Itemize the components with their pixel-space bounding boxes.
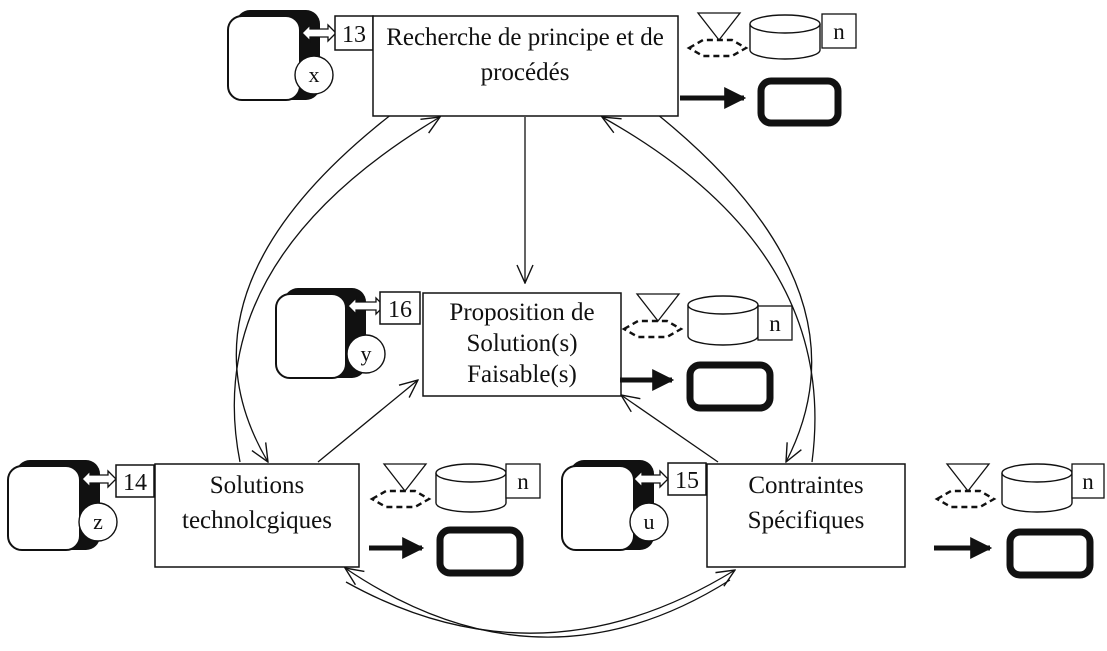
process-box <box>372 15 679 117</box>
process-proposition: y 16 Proposition de Solution(s) Faisable… <box>275 288 793 412</box>
arrow-solutions-to-recherche <box>233 117 440 463</box>
process-recherche: x 13 Recherche de principe et de procédé… <box>227 10 857 127</box>
data-store: n <box>435 463 541 513</box>
data-store-label: n <box>769 311 781 336</box>
resource-stack <box>561 465 635 551</box>
resource-letter: u <box>644 509 655 534</box>
dashed-double-arrow <box>934 489 997 509</box>
data-store: n <box>687 295 793 346</box>
arrow-solutions-to-proposition <box>317 380 418 463</box>
output-doc <box>686 361 774 412</box>
arrow-contraintes-to-proposition <box>621 395 719 463</box>
process-label-line-1: Solutions <box>210 472 304 499</box>
process-box <box>154 463 360 568</box>
process-contraintes: u 15 Contraintes Spécifiques n <box>561 460 1105 579</box>
data-store-label: n <box>1082 469 1094 494</box>
arrow-contraintes-to-recherche <box>602 117 816 463</box>
inverted-triangle <box>382 463 428 493</box>
arrow-recherche-to-contraintes <box>629 92 813 462</box>
process-number-box <box>115 464 155 498</box>
dashed-double-arrow <box>369 489 432 509</box>
arrow-recherche-to-solutions <box>235 92 421 462</box>
output-doc <box>1006 528 1094 579</box>
process-number-box <box>379 291 421 325</box>
process-box <box>422 292 622 397</box>
process-number: 15 <box>675 468 699 494</box>
output-doc <box>757 77 842 127</box>
process-box <box>706 463 906 568</box>
process-number-box <box>667 462 707 496</box>
process-number: 13 <box>342 22 366 48</box>
arrow-contraintes-to-solutions <box>345 568 731 638</box>
process-solutions: z 14 Solutions technolcgiques n <box>7 460 541 577</box>
data-store: n <box>1001 463 1105 513</box>
flow-arrows <box>233 92 816 638</box>
process-label-line-2: procédés <box>481 59 570 86</box>
process-label-line-2: Solution(s) <box>466 330 577 357</box>
resource-stack <box>227 15 301 101</box>
dashed-double-arrow <box>621 319 684 339</box>
inverted-triangle <box>635 293 681 323</box>
process-number: 14 <box>123 470 147 496</box>
resource-letter: z <box>93 509 103 534</box>
resource-stack <box>275 293 347 379</box>
process-number-box <box>334 15 374 51</box>
resource-letter-circle <box>294 55 334 95</box>
data-store-label: n <box>833 19 845 44</box>
process-label-line-3: Faisable(s) <box>467 361 577 388</box>
data-store-label: n <box>517 469 529 494</box>
inverted-triangle <box>696 12 742 42</box>
process-label-line-1: Recherche de principe et de <box>386 24 664 51</box>
resource-letter-circle <box>629 502 669 542</box>
process-label-line-1: Proposition de <box>449 299 594 326</box>
inverted-triangle <box>945 463 991 493</box>
resource-stack <box>7 465 81 551</box>
output-doc <box>436 526 524 577</box>
process-number: 16 <box>388 297 412 323</box>
data-store: n <box>749 13 857 60</box>
process-label-line-1: Contraintes <box>748 472 863 499</box>
process-label-line-2: Spécifiques <box>748 507 865 534</box>
arrow-solutions-to-contraintes <box>345 570 735 634</box>
resource-letter: y <box>361 341 372 366</box>
dashed-double-arrow <box>686 38 749 58</box>
resource-letter-circle <box>346 334 386 374</box>
process-label-line-2: technolcgiques <box>182 507 332 534</box>
resource-letter: x <box>309 62 320 87</box>
resource-letter-circle <box>78 502 118 542</box>
